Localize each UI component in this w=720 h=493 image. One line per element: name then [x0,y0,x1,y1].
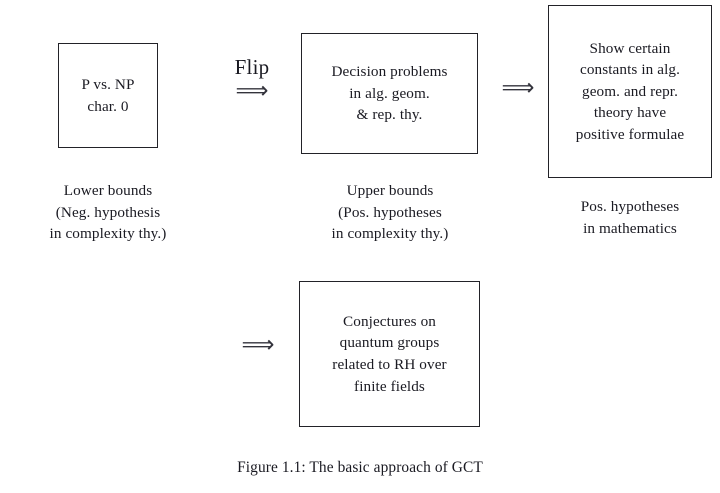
box-quantum-conjectures-text: Conjectures on quantum groups related to… [332,312,447,395]
lower-double-arrow-icon: ⟹ [241,332,275,358]
flip-double-arrow-icon: ⟹ [235,78,269,104]
box-decision-problems-text: Decision problems in alg. geom. & rep. t… [331,63,448,124]
caption-upper-bounds: Upper bounds (Pos. hypotheses in complex… [331,182,449,243]
caption-lower-bounds: Lower bounds (Neg. hypothesis in complex… [49,182,167,243]
middle-double-arrow-icon: ⟹ [501,75,535,101]
box-positive-constants-text: Show certain constants in alg. geom. and… [575,39,685,143]
box-positive-constants: Show certain constants in alg. geom. and… [548,5,712,178]
box-p-vs-np: P vs. NP char. 0 [58,43,158,148]
box-quantum-conjectures: Conjectures on quantum groups related to… [299,281,480,427]
figure-caption: Figure 1.1: The basic approach of GCT [237,459,483,476]
flip-label: Flip [234,55,270,79]
caption-pos-hypotheses-math: Pos. hypotheses in mathematics [580,198,680,237]
box-p-vs-np-text: P vs. NP char. 0 [81,75,135,115]
box-decision-problems: Decision problems in alg. geom. & rep. t… [301,33,478,154]
